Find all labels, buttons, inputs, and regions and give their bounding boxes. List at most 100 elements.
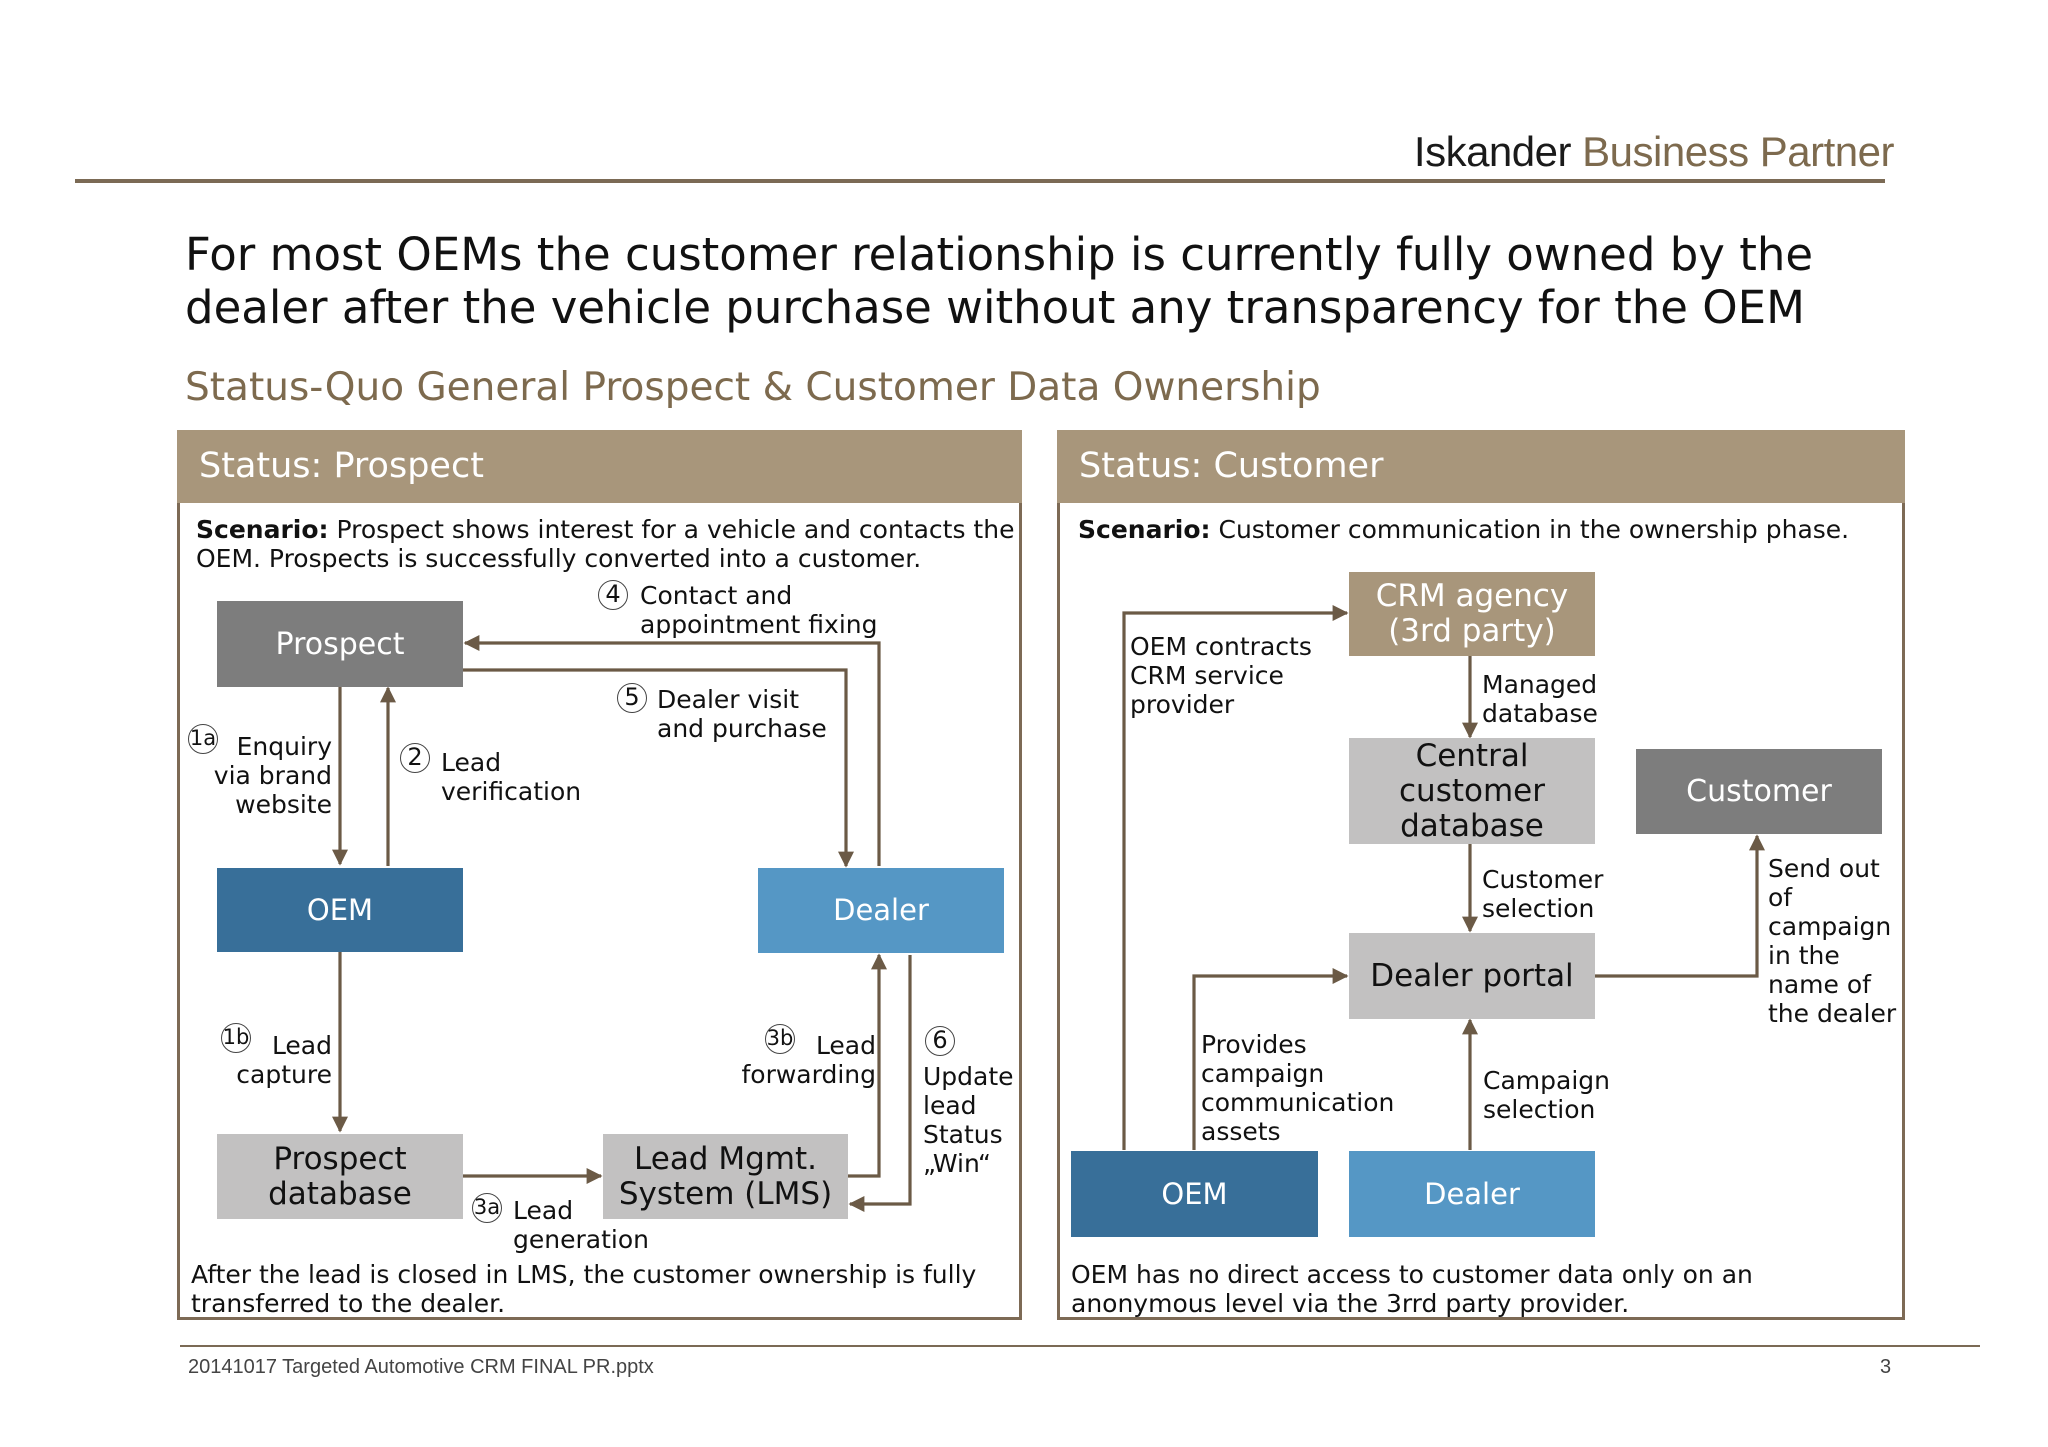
label-provides-assets: Provides campaign communication assets [1201,1030,1394,1146]
central-customer-database-box: Central customer database [1349,738,1595,844]
oem-contracts-line1: OEM contracts [1130,632,1312,661]
prospect-panel [177,430,1022,1320]
prospect-scenario-line2: OEM. Prospects is successfully converted… [196,544,922,573]
provides-line2: campaign [1201,1059,1325,1088]
step-3a-line1: Lead [513,1196,574,1225]
slide-title: For most OEMs the customer relationship … [185,228,1885,334]
label-send-out: Send out of campaign in the name of the … [1768,854,1896,1028]
step-label-4: Contact and appointment fixing [640,581,877,639]
sendout-line2: of [1768,883,1793,912]
crm-agency-line1: CRM agency [1375,578,1569,614]
crm-agency-line2: (3rd party) [1388,613,1556,649]
selection-line2: selection [1482,894,1595,923]
brand-logo: Iskander Business Partner [1413,128,1895,176]
footer-page-number: 3 [1880,1356,1892,1378]
managed-line1: Managed [1482,670,1598,699]
step-3b-line2: forwarding [741,1060,876,1089]
slide-subtitle: Status-Quo General Prospect & Customer D… [185,365,1321,410]
step-6-line1: Update [923,1062,1014,1091]
arrow-dealer-visit [463,668,854,868]
customer-scenario-label: Scenario: [1078,515,1211,544]
step-6-line3: Status [923,1120,1003,1149]
provides-line4: assets [1201,1117,1281,1146]
customer-scenario-text: Customer communication in the ownership … [1218,515,1850,544]
arrow-send-out [1592,834,1765,978]
oem-contracts-line2: CRM service [1130,661,1284,690]
prospect-footer-note: After the lead is closed in LMS, the cus… [191,1260,976,1318]
step-3b-line1: Lead [815,1031,876,1060]
sendout-line4: in the [1768,941,1840,970]
lms-line1: Lead Mgmt. [634,1140,817,1177]
brand-name-part1: Iskander [1413,128,1572,175]
step-2-line1: Lead [441,748,502,777]
arrow-provides-assets [1192,968,1349,1150]
provides-line1: Provides [1201,1030,1307,1059]
customer-scenario: Scenario: Customer communication in the … [1078,515,1849,544]
step-badge-3a: 3a [472,1193,502,1223]
step-badge-5: 5 [617,683,647,713]
step-1b-line2: capture [236,1060,332,1089]
oem-box: OEM [217,868,463,952]
central-db-line3: database [1400,807,1544,844]
customer-oem-box: OEM [1071,1151,1318,1237]
step-badge-4: 4 [598,580,628,610]
managed-line2: database [1482,699,1598,728]
prospect-panel-header: Status: Prospect [177,430,1022,503]
sendout-line5: name of [1768,970,1871,999]
step-1a-line3: website [235,790,332,819]
selection-line1: Customer [1482,865,1604,894]
brand-name-part2: Business Partner [1582,128,1894,175]
prospect-footer-line1: After the lead is closed in LMS, the cus… [191,1260,977,1289]
step-1a-line2: via brand [213,761,332,790]
footer-filename: 20141017 Targeted Automotive CRM FINAL P… [188,1356,654,1378]
arrow-oem-contracts [1122,605,1349,1150]
central-db-line2: customer [1399,772,1545,809]
customer-box: Customer [1636,749,1882,834]
step-label-2: Lead verification [441,748,581,806]
step-5-line2: and purchase [657,714,827,743]
arrow-lead-forwarding [848,953,887,1178]
central-db-line1: Central [1415,737,1529,774]
header-divider [75,179,1885,183]
oem-contracts-line3: provider [1130,690,1235,719]
prospect-scenario-label: Scenario: [196,515,329,544]
step-label-3b: Lead forwarding [730,1031,876,1089]
step-label-3a: Lead generation [513,1196,649,1254]
lms-line2: System (LMS) [618,1175,833,1212]
step-1a-line1: Enquiry [236,732,332,761]
step-label-1b: Lead capture [204,1031,332,1089]
dealer-box: Dealer [758,868,1004,953]
customer-panel [1057,430,1905,1320]
step-label-6: Update lead Status „Win“ [923,1062,1014,1178]
step-badge-3b: 3b [765,1024,795,1054]
step-6-line2: lead [923,1091,977,1120]
step-5-line1: Dealer visit [657,685,800,714]
label-oem-contracts: OEM contracts CRM service provider [1130,632,1312,719]
campaign-sel-line2: selection [1483,1095,1596,1124]
step-badge-6: 6 [925,1026,955,1056]
dealer-portal-box: Dealer portal [1349,933,1595,1019]
step-6-line4: „Win“ [923,1149,991,1178]
step-label-1a: Enquiry via brand website [204,732,332,819]
customer-panel-header: Status: Customer [1057,430,1905,503]
step-3a-line2: generation [513,1225,649,1254]
prospect-scenario: Scenario: Prospect shows interest for a … [196,515,1014,573]
step-4-line1: Contact and [640,581,793,610]
crm-agency-box: CRM agency (3rd party) [1349,572,1595,656]
step-4-line2: appointment fixing [640,610,878,639]
step-2-line2: verification [441,777,582,806]
lms-box: Lead Mgmt. System (LMS) [603,1134,848,1219]
prospect-database-line2: database [268,1175,412,1212]
customer-footer-note: OEM has no direct access to customer dat… [1071,1260,1753,1318]
customer-footer-line1: OEM has no direct access to customer dat… [1071,1260,1753,1289]
step-label-5: Dealer visit and purchase [657,685,827,743]
prospect-footer-line2: transferred to the dealer. [191,1289,506,1318]
prospect-box: Prospect [217,601,463,687]
label-campaign-selection: Campaign selection [1483,1066,1610,1124]
slide-title-line2: dealer after the vehicle purchase withou… [185,281,1805,334]
prospect-database-line1: Prospect [273,1140,407,1177]
label-customer-selection: Customer selection [1482,865,1603,923]
slide-title-line1: For most OEMs the customer relationship … [185,228,1814,281]
step-1b-line1: Lead [271,1031,332,1060]
